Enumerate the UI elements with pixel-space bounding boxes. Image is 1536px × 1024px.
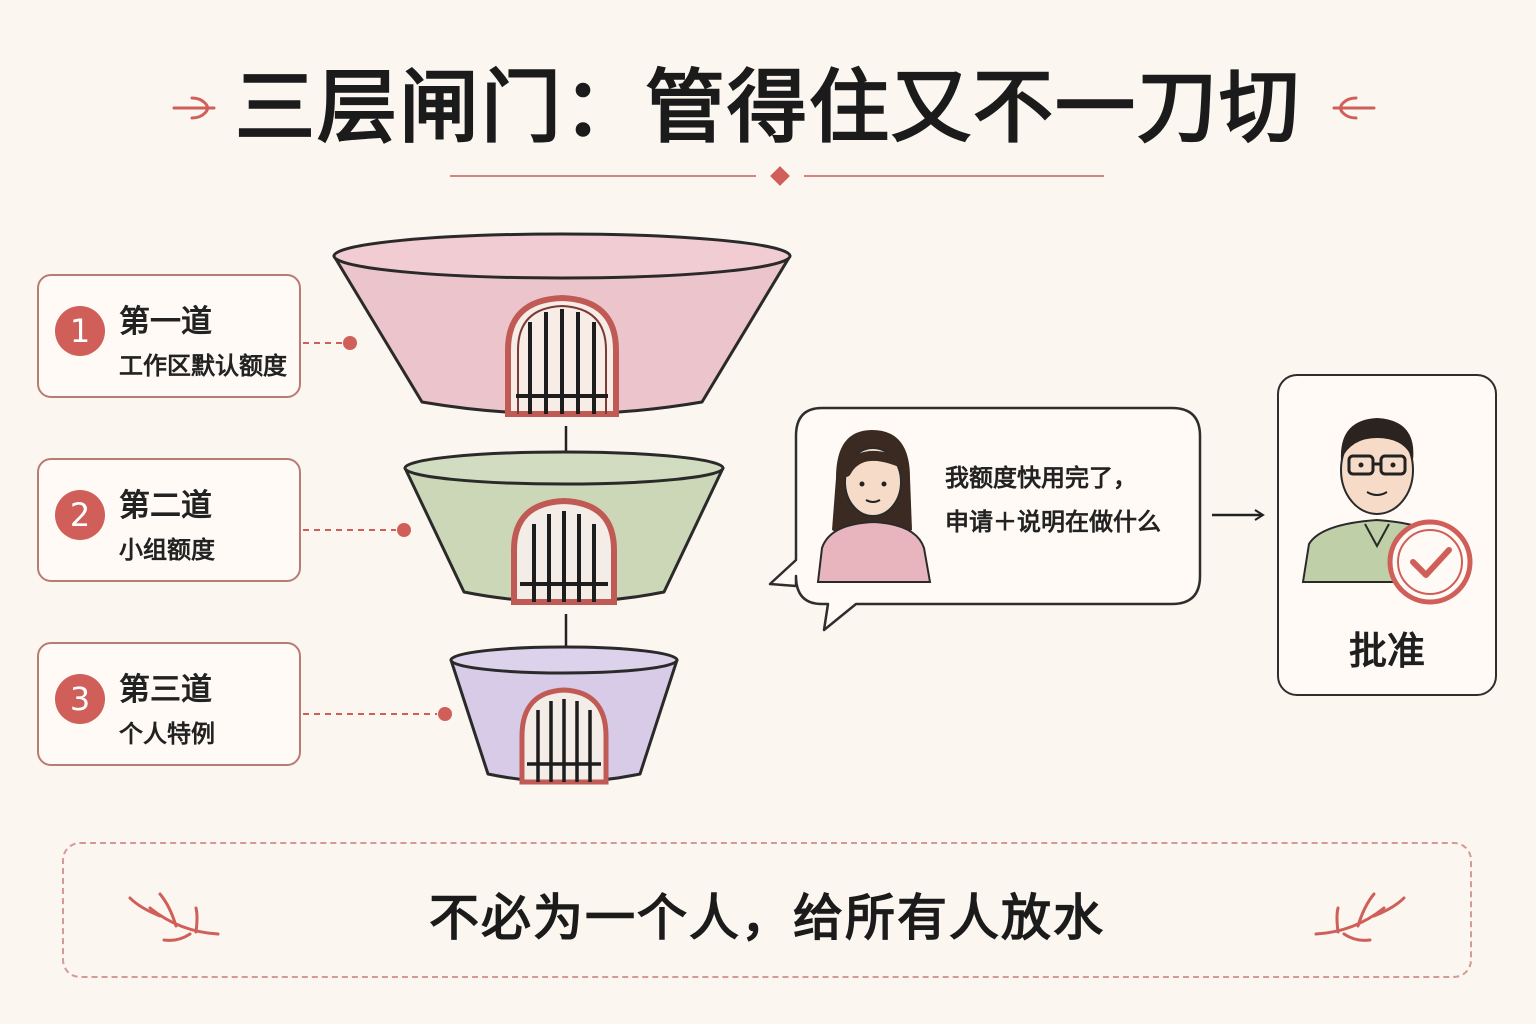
step-title: 第三道 xyxy=(119,672,212,708)
step-number-badge: 1 xyxy=(55,306,105,356)
step-card-3: 3 第三道 个人特例 xyxy=(37,642,301,766)
step-subtitle: 个人特例 xyxy=(119,720,215,748)
speech-text: 我额度快用完了， 申请＋说明在做什么 xyxy=(945,456,1195,544)
page-title: 三层闸门：管得住又不一刀切 xyxy=(235,60,1301,154)
step-number-badge: 3 xyxy=(55,674,105,724)
funnel-diagram xyxy=(303,232,1265,785)
step-title: 第二道 xyxy=(119,488,212,524)
gate-icon xyxy=(519,687,609,785)
approver-illustration xyxy=(1301,418,1473,605)
funnel-bottom xyxy=(449,645,679,785)
banner-decoration xyxy=(128,892,1406,942)
right-sprig-icon xyxy=(1314,892,1406,942)
connector-dot-3 xyxy=(438,707,452,721)
connector-dot-1 xyxy=(343,336,357,350)
step-number-badge: 2 xyxy=(55,490,105,540)
connector-dot-2 xyxy=(397,523,411,537)
step-subtitle: 工作区默认额度 xyxy=(119,352,287,380)
right-ornament-icon xyxy=(1332,96,1376,120)
bottom-banner xyxy=(62,842,1472,978)
check-badge-icon xyxy=(1387,519,1473,605)
funnel-top xyxy=(332,232,792,417)
approval-label: 批准 xyxy=(1348,629,1425,673)
step-card-2: 2 第二道 小组额度 xyxy=(37,458,301,582)
woman-avatar-icon xyxy=(816,430,932,583)
gate-icon xyxy=(511,497,617,605)
speech-line-1: 我额度快用完了， xyxy=(945,464,1137,492)
funnel-middle xyxy=(403,450,725,605)
speech-line-2: 申请＋说明在做什么 xyxy=(945,508,1161,536)
step-subtitle: 小组额度 xyxy=(119,536,215,564)
step-title: 第一道 xyxy=(119,304,212,340)
title-decoration xyxy=(172,96,1376,186)
banner-text: 不必为一个人，给所有人放水 xyxy=(429,888,1105,947)
step-card-1: 1 第一道 工作区默认额度 xyxy=(37,274,301,398)
left-ornament-icon xyxy=(172,96,216,120)
left-sprig-icon xyxy=(128,892,220,942)
gate-icon xyxy=(505,294,619,417)
